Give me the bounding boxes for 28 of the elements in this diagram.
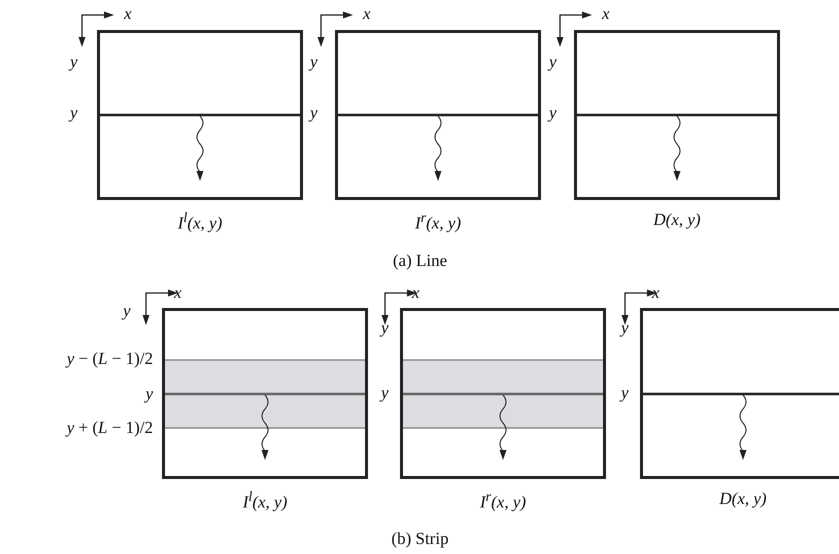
axis-label: x [652,284,660,301]
panel-caption: (a) Line [392,252,448,269]
axis-label: y [621,384,629,401]
row-label: y [145,385,153,402]
axis-label: y [123,302,131,319]
image-caption: D(x, y) [719,489,767,509]
axis-label: x [363,5,371,22]
axis-label: y [621,319,629,336]
panel-caption: (b) Strip [391,530,449,547]
image-caption: I$^{l}$(x, y) [242,489,288,513]
image-caption: I$^{r}$(x, y) [480,489,526,513]
image-caption: D(x, y) [653,210,701,230]
axis-label: y [70,53,78,70]
axis-label: x [174,284,182,301]
axis-label: y [549,53,557,70]
axis-label: x [412,284,420,301]
axis-label: y [549,104,557,121]
axis-label: x [124,5,132,22]
image-caption: I$^{l}$(x, y) [178,210,222,234]
axis-label: y [70,104,78,121]
row-label: y + (L − 1)/2 [66,419,153,436]
axis-label: y [381,319,389,336]
axis-label: y [310,104,318,121]
image-caption: I$^{r}$(x, y) [414,210,462,234]
row-label: y − (L − 1)/2 [66,350,153,367]
axis-label: y [310,53,318,70]
axis-label: y [381,384,389,401]
axis-label: x [602,5,610,22]
